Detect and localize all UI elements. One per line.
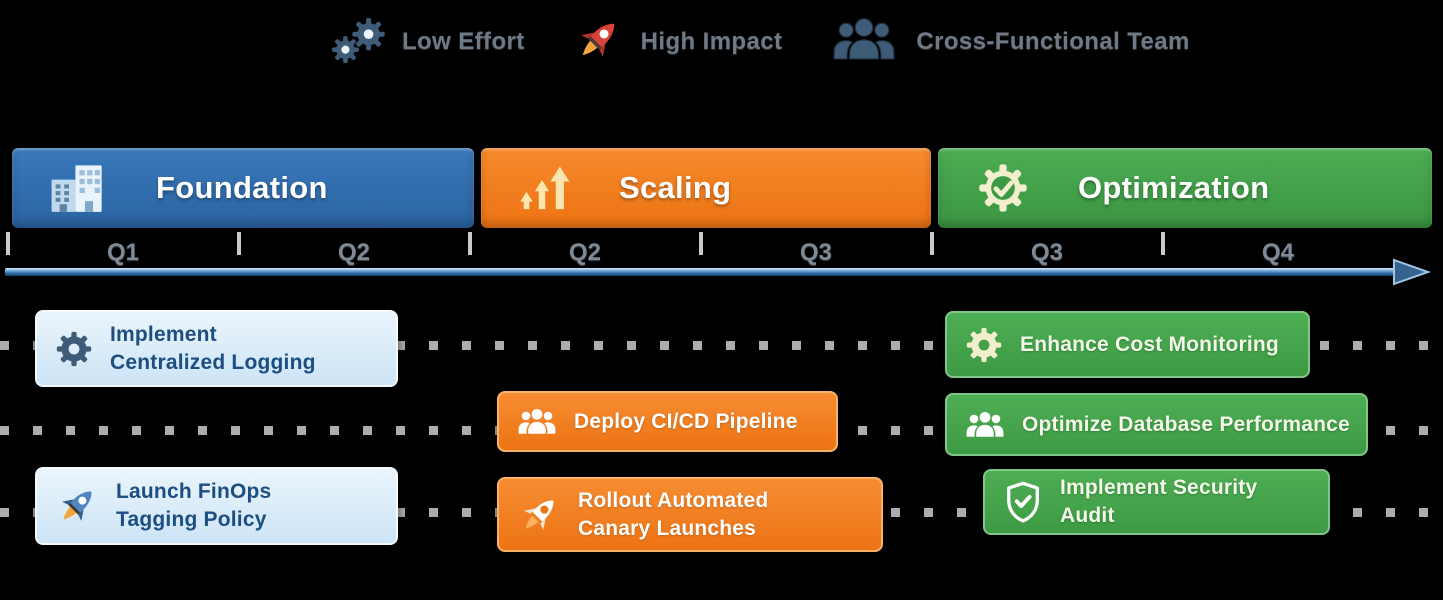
quarter-label-2: Q2 bbox=[337, 239, 371, 266]
rocket-icon bbox=[571, 13, 625, 72]
gear-check-icon bbox=[974, 159, 1032, 217]
timeline-arrowhead-icon bbox=[1392, 258, 1432, 291]
task-card-deploy-cicd-pipeline: Deploy CI/CD Pipeline bbox=[497, 391, 838, 452]
dashed-gridline bbox=[0, 341, 1443, 350]
timeline-tick bbox=[237, 232, 241, 255]
gear-icon bbox=[963, 324, 1005, 366]
phase-bar-optimization: Optimization bbox=[938, 148, 1432, 228]
quarter-label-3: Q2 bbox=[568, 239, 602, 266]
quarter-label-5: Q3 bbox=[1030, 239, 1064, 266]
people-icon bbox=[963, 407, 1007, 443]
legend-label-cross-functional-team: Cross-Functional Team bbox=[916, 28, 1190, 55]
phase-label-optimization: Optimization bbox=[1078, 170, 1270, 205]
task-card-title: Launch FinOps Tagging Policy bbox=[116, 480, 272, 531]
task-card-launch-finops-tagging-policy: Launch FinOps Tagging Policy bbox=[35, 467, 398, 545]
task-card-implement-security-audit: Implement Security Audit bbox=[983, 469, 1330, 535]
quarter-label-4: Q3 bbox=[799, 239, 833, 266]
timeline-tick bbox=[468, 232, 472, 255]
task-card-title: Rollout Automated Canary Launches bbox=[578, 488, 769, 540]
timeline-tick bbox=[6, 232, 10, 255]
rocket-icon bbox=[515, 491, 563, 539]
timeline-tick bbox=[699, 232, 703, 255]
task-card-enhance-cost-monitoring: Enhance Cost Monitoring bbox=[945, 311, 1310, 378]
people-icon bbox=[828, 11, 900, 74]
shield-check-icon bbox=[1001, 480, 1045, 524]
task-card-title: Enhance Cost Monitoring bbox=[1020, 332, 1279, 356]
phase-label-foundation: Foundation bbox=[156, 170, 328, 205]
legend-label-low-effort: Low Effort bbox=[402, 28, 525, 55]
legend-item-cross-functional-team: Cross-Functional Team bbox=[828, 11, 1189, 74]
gears-icon bbox=[328, 13, 386, 72]
timeline-axis bbox=[5, 268, 1397, 276]
quarter-label-6: Q4 bbox=[1261, 239, 1295, 266]
task-card-implement-centralized-logging: Implement Centralized Logging bbox=[35, 310, 398, 387]
task-card-title: Implement Centralized Logging bbox=[110, 322, 316, 374]
task-card-title: Implement Security Audit bbox=[1060, 476, 1258, 527]
people-icon bbox=[515, 404, 559, 440]
legend-item-high-impact: High Impact bbox=[571, 13, 783, 72]
task-card-rollout-automated-canary-launches: Rollout Automated Canary Launches bbox=[497, 477, 883, 552]
legend: Low Effort High Impact bbox=[328, 10, 1190, 74]
task-card-optimize-database-performance: Optimize Database Performance bbox=[945, 393, 1368, 456]
rocket-icon bbox=[53, 482, 101, 530]
legend-label-high-impact: High Impact bbox=[640, 28, 783, 55]
phase-label-scaling: Scaling bbox=[619, 170, 732, 205]
quarter-label-1: Q1 bbox=[106, 239, 140, 266]
gear-icon bbox=[53, 328, 95, 370]
growth-arrows-icon bbox=[517, 161, 573, 215]
phase-bar-scaling: Scaling bbox=[481, 148, 931, 228]
task-card-title: Optimize Database Performance bbox=[1022, 412, 1350, 436]
phase-bar-foundation: Foundation bbox=[12, 148, 474, 228]
legend-item-low-effort: Low Effort bbox=[328, 13, 525, 72]
timeline-tick bbox=[930, 232, 934, 255]
task-card-title: Deploy CI/CD Pipeline bbox=[574, 409, 798, 433]
timeline-tick bbox=[1161, 232, 1165, 255]
building-icon bbox=[48, 159, 110, 217]
